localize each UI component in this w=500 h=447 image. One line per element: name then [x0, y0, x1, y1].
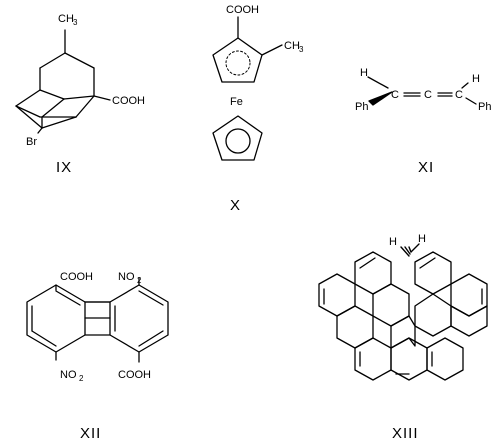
xi-carbon-middle: C — [424, 89, 432, 101]
compound-xi-structure — [367, 76, 477, 106]
ix-acid-label: COOH — [112, 95, 145, 107]
xii-acid-top: COOH — [60, 271, 93, 283]
xii-nitro-bottom-subscript: 2 — [79, 374, 84, 383]
xi-phenyl-right: Ph — [478, 101, 491, 113]
xii-acid-bottom: COOH — [118, 369, 151, 381]
x-acid-label: COOH — [226, 4, 259, 16]
compound-xii-structure — [26, 277, 169, 363]
xiii-compound-number: XIII — [392, 425, 419, 442]
xi-carbon-left: C — [391, 89, 399, 101]
compound-x-structure — [212, 16, 283, 161]
xii-nitro-top: NO — [118, 271, 135, 283]
xii-nitro-top-subscript: 2 — [137, 276, 142, 285]
x-iron-label: Fe — [230, 96, 243, 108]
xii-compound-number: XII — [80, 425, 101, 442]
xi-compound-number: XI — [418, 159, 434, 176]
xiii-hydrogen-left: H — [389, 236, 397, 248]
compound-xiii-structure — [318, 243, 488, 381]
xi-hydrogen-left: H — [360, 67, 368, 79]
xi-carbon-right: C — [455, 89, 463, 101]
ix-bromo-label: Br — [26, 136, 37, 148]
xi-phenyl-left: Ph — [355, 101, 368, 113]
xiii-hydrogen-right: H — [418, 233, 426, 245]
xii-nitro-bottom: NO — [60, 369, 77, 381]
xi-hydrogen-right: H — [472, 73, 480, 85]
x-methyl-label: CH — [284, 40, 300, 52]
ix-methyl-subscript: 3 — [73, 18, 78, 27]
ix-compound-number: IX — [56, 159, 72, 176]
compound-ix-structure — [15, 29, 111, 134]
x-compound-number: X — [230, 197, 241, 214]
x-methyl-subscript: 3 — [299, 45, 304, 54]
ix-methyl-label: CH — [58, 13, 74, 25]
